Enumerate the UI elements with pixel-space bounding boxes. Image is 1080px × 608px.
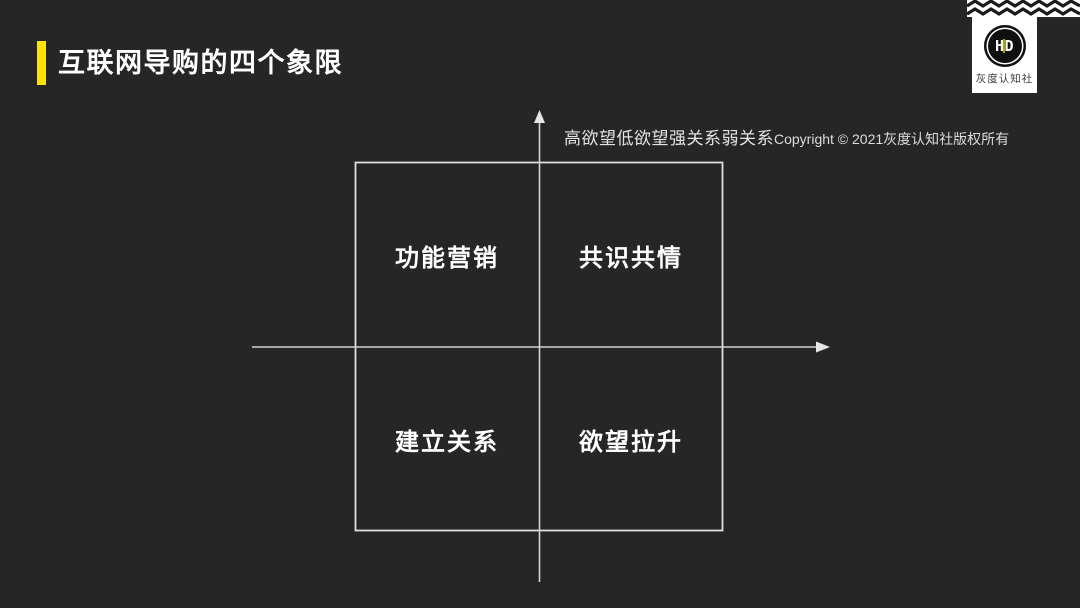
axis-labels-watermark: 高欲望低欲望强关系弱关系 <box>564 129 774 148</box>
slide-title: 互联网导购的四个象限 <box>58 48 343 78</box>
logo-hd-monogram-icon: HD <box>983 25 1026 67</box>
watermark-line: 高欲望低欲望强关系弱关系 Copyright © 2021灰度认知社版权所有 <box>564 124 1009 149</box>
quadrant-label-bottom-left: 建立关系 <box>395 428 499 456</box>
up-arrowhead-icon <box>534 110 545 123</box>
zigzag-pattern <box>967 0 1080 17</box>
logo-name: 灰度认知社 <box>975 73 1034 85</box>
quadrant-label-top-right: 共识共情 <box>579 244 683 272</box>
brand-logo: HD 灰度认知社 <box>972 16 1037 93</box>
title-accent-bar <box>37 41 46 85</box>
copyright-text: Copyright © 2021灰度认知社版权所有 <box>774 131 1010 147</box>
quadrant-label-bottom-right: 欲望拉升 <box>579 428 683 456</box>
logo-accent-stripe <box>1002 39 1005 53</box>
logo-monogram-text: HD <box>994 37 1015 55</box>
right-arrowhead-icon <box>816 341 830 353</box>
quadrant-label-top-left: 功能营销 <box>395 244 499 272</box>
